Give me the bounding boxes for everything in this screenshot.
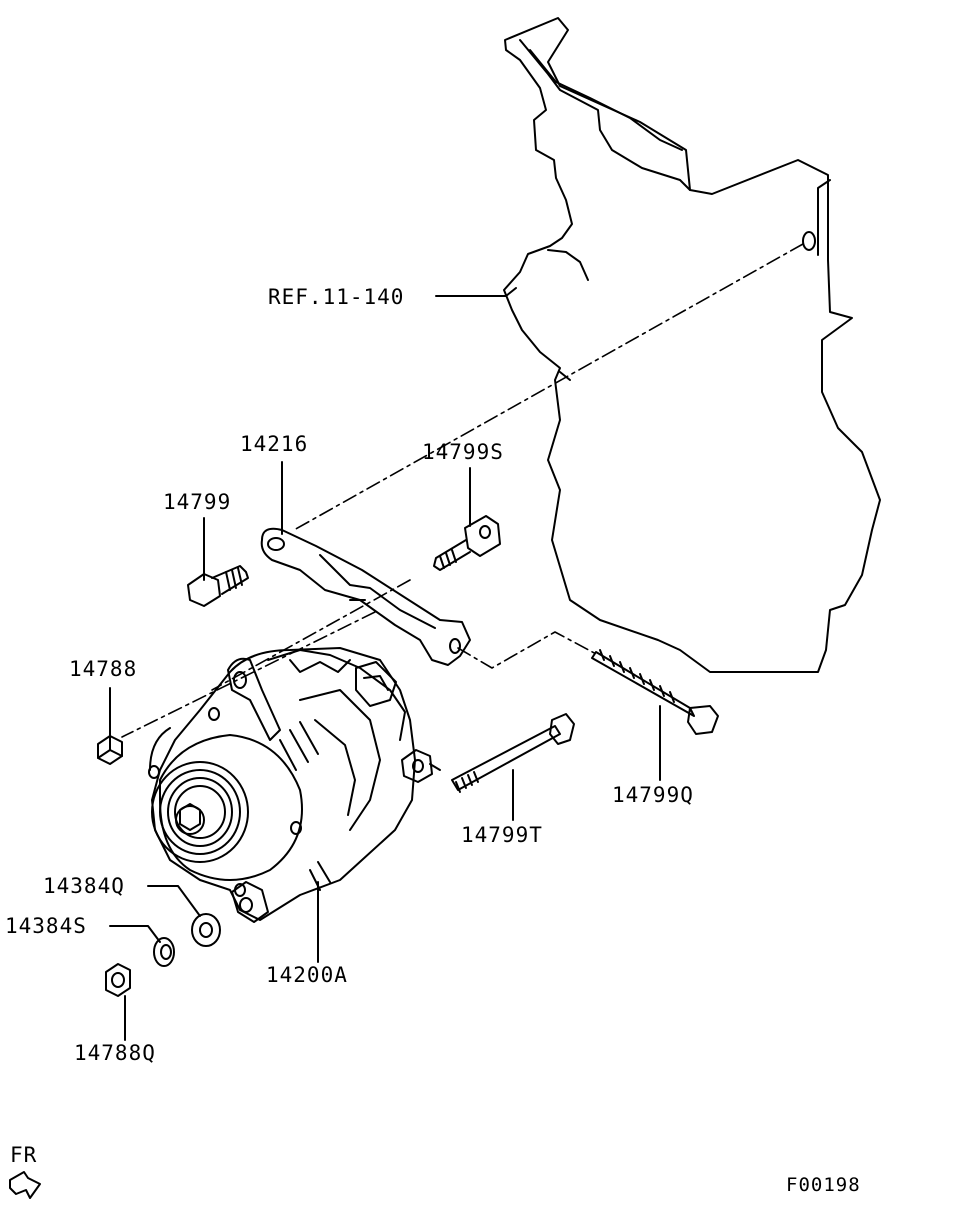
figure-code: F00198: [786, 1174, 861, 1196]
label-ref-11-140: REF.11-140: [268, 285, 405, 309]
washer-14384S: [153, 937, 175, 967]
nut-14788Q: [105, 963, 131, 997]
engine-block: [503, 17, 881, 673]
label-14384S: 14384S: [5, 914, 87, 938]
alignment-lines: [121, 243, 804, 738]
alternator-14200A: [148, 647, 441, 923]
label-14799: 14799: [163, 490, 232, 514]
label-14200A: 14200A: [266, 963, 348, 987]
washer-14384Q: [191, 913, 221, 947]
label-14216: 14216: [240, 432, 309, 456]
bracket-14216: [260, 527, 471, 666]
label-14788: 14788: [69, 657, 138, 681]
nut-14788: [97, 735, 123, 765]
bolt-14799T: [451, 713, 575, 793]
label-14799Q: 14799Q: [612, 783, 694, 807]
label-14799T: 14799T: [461, 823, 543, 847]
label-14384Q: 14384Q: [43, 874, 125, 898]
label-14788Q: 14788Q: [74, 1041, 156, 1065]
front-direction-label: FR: [10, 1143, 38, 1167]
front-arrow-icon: [9, 1171, 41, 1199]
bolt-14799S: [433, 515, 501, 571]
bolt-14799Q: [591, 649, 719, 735]
bolt-14799: [187, 565, 249, 607]
label-14799S: 14799S: [422, 440, 504, 464]
leader-lines: [109, 287, 661, 1041]
